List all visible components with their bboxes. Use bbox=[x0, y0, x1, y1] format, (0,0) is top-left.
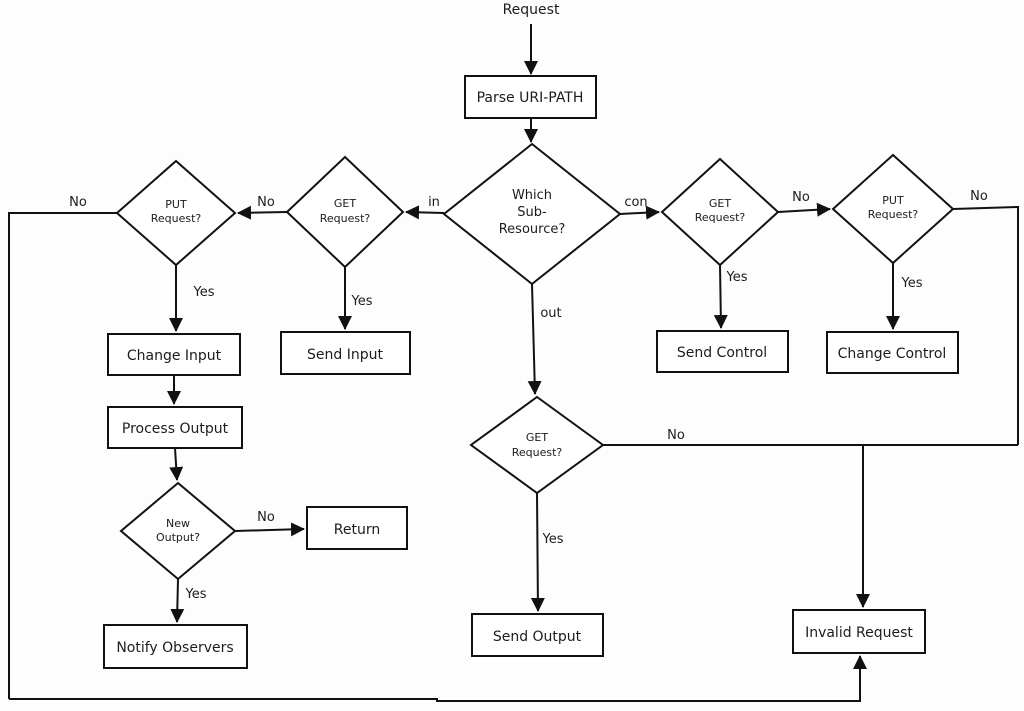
node-get-request-in bbox=[285, 155, 405, 269]
new-output-label-2: Output? bbox=[156, 531, 200, 544]
parse-uri-path-label: Parse URI-PATH bbox=[477, 90, 584, 106]
edges bbox=[8, 24, 1019, 702]
edge-label-con: con bbox=[624, 195, 647, 210]
get-request-out-label-1: GET bbox=[526, 431, 548, 444]
node-put-request-in bbox=[115, 159, 237, 267]
edge-label-yes-get-right: Yes bbox=[726, 270, 748, 285]
edge-bottom-return-to-invalid-bottom bbox=[9, 655, 867, 702]
which-sub-resource-label-1: Which bbox=[512, 188, 552, 203]
invalid-request-label: Invalid Request bbox=[805, 625, 913, 641]
put-request-in-label-1: PUT bbox=[165, 198, 187, 211]
get-request-in-label-2: Request? bbox=[320, 212, 371, 225]
node-new-output bbox=[119, 481, 237, 581]
edge-label-no-get-right: No bbox=[792, 190, 810, 205]
edge-label-yes-put-left: Yes bbox=[193, 285, 215, 300]
node-which-sub-resource bbox=[442, 142, 622, 286]
edge-label-no-put-left: No bbox=[69, 195, 87, 210]
send-control-label: Send Control bbox=[677, 345, 767, 361]
send-input-label: Send Input bbox=[307, 347, 383, 363]
edge-get-right-yes-to-send-control bbox=[713, 264, 728, 329]
edge-label-yes-get-out: Yes bbox=[542, 532, 564, 547]
node-get-request-out bbox=[469, 395, 605, 495]
edge-label-no-new-output: No bbox=[257, 510, 275, 525]
which-sub-resource-label-3: Resource? bbox=[499, 222, 566, 237]
node-notify-observers bbox=[103, 624, 248, 669]
new-output-label-1: New bbox=[166, 517, 190, 530]
edge-put-left-no-down-left-wall bbox=[8, 212, 117, 699]
node-invalid-request bbox=[792, 609, 926, 654]
start-label: Request bbox=[503, 2, 560, 18]
return-label: Return bbox=[334, 522, 380, 538]
put-request-con-label-2: Request? bbox=[868, 208, 919, 221]
edge-label-no-get-out: No bbox=[667, 428, 685, 443]
edge-which-out-to-get-out bbox=[527, 283, 542, 395]
node-change-control bbox=[826, 331, 959, 374]
get-request-in-label-1: GET bbox=[334, 197, 356, 210]
edge-label-out: out bbox=[540, 306, 561, 321]
put-request-in-label-2: Request? bbox=[151, 212, 202, 225]
edge-get-left-no-to-put-left bbox=[237, 205, 288, 220]
change-control-label: Change Control bbox=[838, 346, 947, 362]
edge-label-no-get-left: No bbox=[257, 195, 275, 210]
node-parse-uri-path bbox=[464, 75, 597, 119]
which-sub-resource-label-2: Sub- bbox=[517, 205, 547, 220]
node-return bbox=[306, 506, 408, 550]
edge-new-output-yes-to-notify bbox=[170, 578, 185, 623]
notify-observers-label: Notify Observers bbox=[116, 640, 233, 656]
edge-new-output-no-to-return bbox=[234, 522, 305, 537]
edge-label-in: in bbox=[428, 195, 440, 210]
send-output-label: Send Output bbox=[493, 629, 582, 645]
put-request-con-label-1: PUT bbox=[882, 194, 904, 207]
get-request-con-label-2: Request? bbox=[695, 211, 746, 224]
node-process-output bbox=[107, 406, 243, 449]
get-request-out-label-2: Request? bbox=[512, 446, 563, 459]
process-output-label: Process Output bbox=[122, 421, 229, 437]
edge-label-no-put-right: No bbox=[970, 189, 988, 204]
edge-get-out-yes-to-send-output bbox=[530, 492, 545, 612]
node-send-output bbox=[471, 613, 604, 657]
get-request-con-label-1: GET bbox=[709, 197, 731, 210]
edge-label-yes-get-left: Yes bbox=[351, 294, 373, 309]
edge-labels: in con out No No No No No No Yes Yes Yes… bbox=[69, 189, 988, 602]
edge-which-con-to-get-right bbox=[619, 205, 660, 220]
node-send-input bbox=[280, 331, 411, 375]
node-change-input bbox=[107, 333, 241, 376]
node-send-control bbox=[656, 330, 789, 373]
edge-get-right-no-to-put-right bbox=[777, 202, 831, 217]
edge-put-right-no-down-right-wall bbox=[952, 205, 1019, 445]
node-get-request-con bbox=[660, 157, 780, 267]
node-put-request-con bbox=[831, 153, 955, 265]
node-labels: Request Parse URI-PATH Which Sub- Resour… bbox=[116, 2, 946, 656]
process-nodes bbox=[103, 75, 959, 669]
edge-process-output-to-new-output bbox=[169, 447, 184, 481]
change-input-label: Change Input bbox=[127, 348, 222, 364]
decision-nodes bbox=[115, 142, 955, 581]
edge-label-yes-put-right: Yes bbox=[901, 276, 923, 291]
edge-label-yes-new-output: Yes bbox=[185, 587, 207, 602]
edge-which-in-to-get-left bbox=[405, 205, 445, 220]
